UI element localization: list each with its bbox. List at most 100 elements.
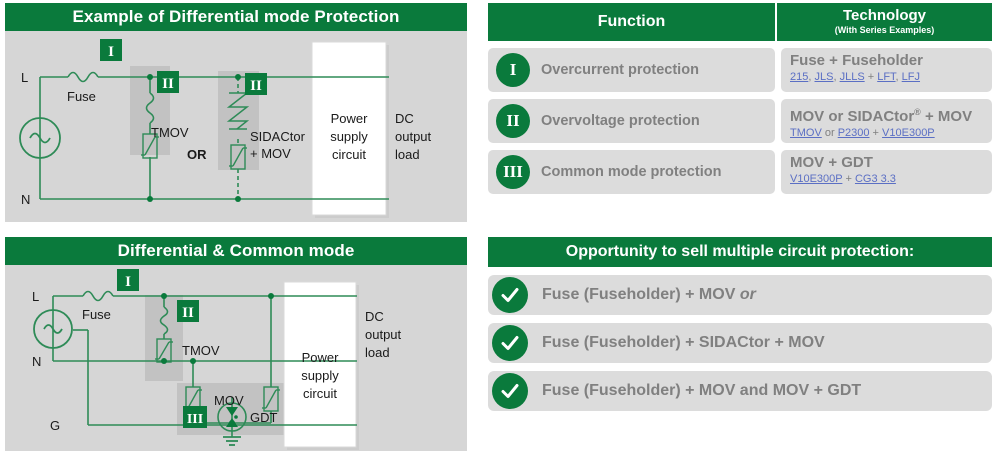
label-gdt: GDT — [250, 410, 278, 425]
label-line: L — [21, 70, 28, 85]
label-tmov: TMOV — [151, 125, 189, 140]
label-or: OR — [187, 147, 207, 162]
series-link-jlls[interactable]: JLLS — [839, 71, 865, 83]
function-technology-table: Function Technology (With Series Example… — [488, 3, 992, 194]
label-load-1: DC — [395, 111, 414, 126]
table-row: III Common mode protection MOV + GDT V10… — [488, 150, 992, 194]
badge-ii-b-label: II — [250, 78, 262, 94]
technology-cell: MOV + GDT V10E300P + CG3 3.3 — [781, 150, 992, 194]
series-link-tmov[interactable]: TMOV — [790, 127, 822, 139]
badge-ii-a — [157, 71, 179, 93]
badge-ii-a-label: II — [162, 76, 174, 92]
label-load-1: DC — [365, 309, 384, 324]
label-load-2: output — [395, 129, 432, 144]
opportunity-item-text: Fuse (Fuseholder) + MOV — [542, 286, 740, 303]
series-link-v10e300p[interactable]: V10E300P — [882, 127, 935, 139]
differential-common-mode-canvas: I II III L N G Fuse TMOV MOV GDT Power s… — [5, 265, 467, 451]
table-header-row: Function Technology (With Series Example… — [488, 3, 992, 41]
series-link-jls[interactable]: JLS — [814, 71, 834, 83]
function-cell: II Overvoltage protection — [488, 99, 775, 143]
series-link-lfj[interactable]: LFJ — [901, 71, 921, 83]
table-row: I Overcurrent protection Fuse + Fusehold… — [488, 48, 992, 92]
check-icon — [492, 325, 528, 361]
technology-series-links: V10E300P + CG3 3.3 — [790, 173, 896, 185]
label-fuse: Fuse — [82, 307, 111, 322]
roman-numeral-badge: I — [496, 53, 530, 87]
column-header-technology-subtitle: (With Series Examples) — [834, 25, 935, 35]
series-link-cg3[interactable]: CG3 3.3 — [854, 173, 896, 185]
label-fuse: Fuse — [67, 89, 96, 104]
column-header-technology-title: Technology — [842, 7, 927, 24]
technology-cell: MOV or SIDACtor® + MOV TMOV or P2300 + V… — [781, 99, 992, 143]
ac-source-icon — [33, 309, 73, 349]
badge-iii-label: III — [187, 412, 203, 427]
opportunity-item-text: Fuse (Fuseholder) + MOV and MOV + GDT — [542, 382, 862, 399]
series-link-lft[interactable]: LFT — [877, 71, 896, 83]
opportunity-title: Opportunity to sell multiple circuit pro… — [488, 237, 992, 267]
differential-common-mode-title: Differential & Common mode — [5, 237, 467, 265]
label-psu-2: supply — [330, 129, 368, 144]
label-tmov: TMOV — [182, 343, 220, 358]
function-label: Overvoltage protection — [541, 113, 700, 129]
function-label: Overcurrent protection — [541, 62, 699, 78]
label-sidactor-mov: + MOV — [250, 146, 291, 161]
roman-numeral-badge: III — [496, 155, 530, 189]
list-item: Fuse (Fuseholder) + MOV and MOV + GDT — [488, 371, 992, 411]
badge-i-label: I — [125, 274, 131, 290]
label-mov: MOV — [214, 393, 244, 408]
opportunity-item-text: Fuse (Fuseholder) + SIDACtor + MOV — [542, 334, 825, 351]
table-row: II Overvoltage protection MOV or SIDACto… — [488, 99, 992, 143]
check-icon — [492, 277, 528, 313]
label-psu-1: Power — [302, 350, 340, 365]
opportunity-item-emphasis: or — [739, 286, 756, 303]
ac-source-icon — [19, 117, 61, 159]
technology-title: MOV + GDT — [790, 154, 873, 171]
gdt-icon — [217, 402, 247, 432]
column-header-technology: Technology (With Series Examples) — [775, 3, 992, 41]
roman-numeral-badge: II — [496, 104, 530, 138]
opportunity-item-label: Fuse (Fuseholder) + MOV or — [542, 286, 756, 304]
label-load-3: load — [395, 147, 420, 162]
technology-series-links: TMOV or P2300 + V10E300P — [790, 127, 935, 139]
differential-mode-canvas: I II II L N Fuse TMOV SIDACtor + MOV OR … — [5, 31, 467, 222]
series-link-v10e300p[interactable]: V10E300P — [790, 173, 843, 185]
badge-ii-label: II — [182, 305, 194, 321]
opportunity-item-label: Fuse (Fuseholder) + MOV and MOV + GDT — [542, 382, 861, 400]
opportunity-item-label: Fuse (Fuseholder) + SIDACtor + MOV — [542, 334, 825, 352]
technology-series-links: 215, JLS, JLLS + LFT, LFJ — [790, 71, 921, 83]
technology-title: Fuse + Fuseholder — [790, 52, 923, 69]
label-neutral: N — [32, 354, 41, 369]
list-item: Fuse (Fuseholder) + MOV or — [488, 275, 992, 315]
function-cell: I Overcurrent protection — [488, 48, 775, 92]
opportunity-panel: Opportunity to sell multiple circuit pro… — [488, 237, 992, 411]
label-psu-3: circuit — [303, 386, 337, 401]
differential-mode-schematic: I II II L N Fuse TMOV SIDACtor + MOV OR … — [19, 39, 432, 218]
label-line: L — [32, 289, 39, 304]
badge-iii — [183, 406, 207, 428]
function-label: Common mode protection — [541, 164, 722, 180]
label-load-3: load — [365, 345, 390, 360]
label-psu-2: supply — [301, 368, 339, 383]
badge-i-label: I — [108, 44, 114, 60]
label-neutral: N — [21, 192, 30, 207]
differential-common-mode-diagram: Differential & Common mode — [5, 237, 467, 451]
badge-ii — [177, 300, 199, 322]
series-link-215[interactable]: 215 — [790, 71, 809, 83]
function-cell: III Common mode protection — [488, 150, 775, 194]
list-item: Fuse (Fuseholder) + SIDACtor + MOV — [488, 323, 992, 363]
technology-title: MOV or SIDACtor® + MOV — [790, 107, 973, 125]
differential-mode-diagram: Example of Differential mode Protection — [5, 3, 467, 222]
technology-cell: Fuse + Fuseholder 215, JLS, JLLS + LFT, … — [781, 48, 992, 92]
check-icon — [492, 373, 528, 409]
badge-ii-b — [245, 73, 267, 95]
label-load-2: output — [365, 327, 402, 342]
differential-mode-title: Example of Differential mode Protection — [5, 3, 467, 31]
label-psu-1: Power — [331, 111, 369, 126]
badge-i — [117, 269, 139, 291]
label-psu-3: circuit — [332, 147, 366, 162]
column-header-function: Function — [597, 13, 666, 30]
label-ground: G — [50, 418, 60, 433]
series-link-p2300[interactable]: P2300 — [837, 127, 870, 139]
label-sidactor: SIDACtor — [250, 129, 306, 144]
differential-common-mode-schematic: I II III L N G Fuse TMOV MOV GDT Power s… — [32, 269, 402, 450]
